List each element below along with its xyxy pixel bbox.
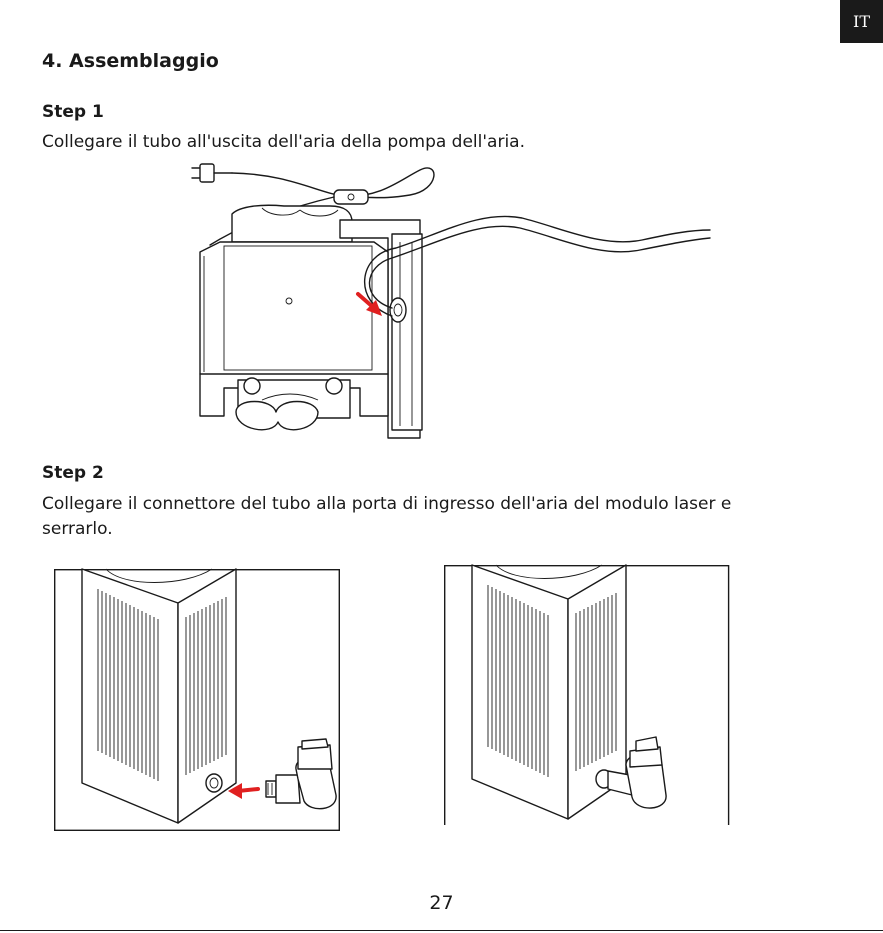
language-tab: IT <box>840 0 883 43</box>
cord-switch <box>334 190 368 204</box>
step-2-text-line-2: serrarlo. <box>42 517 113 542</box>
bottom-rule <box>0 930 883 931</box>
laser-module-after-illustration <box>444 565 730 827</box>
laser-module-before-illustration <box>54 569 340 831</box>
section-title: 4. Assemblaggio <box>42 50 219 72</box>
page-number: 27 <box>0 892 883 914</box>
power-plug <box>192 164 232 182</box>
power-cord <box>232 168 434 198</box>
step-2-text-line-1: Collegare il connettore del tubo alla po… <box>42 492 731 517</box>
air-pump-illustration <box>0 150 883 450</box>
step-1-title: Step 1 <box>42 102 104 122</box>
step-2-title: Step 2 <box>42 463 104 483</box>
